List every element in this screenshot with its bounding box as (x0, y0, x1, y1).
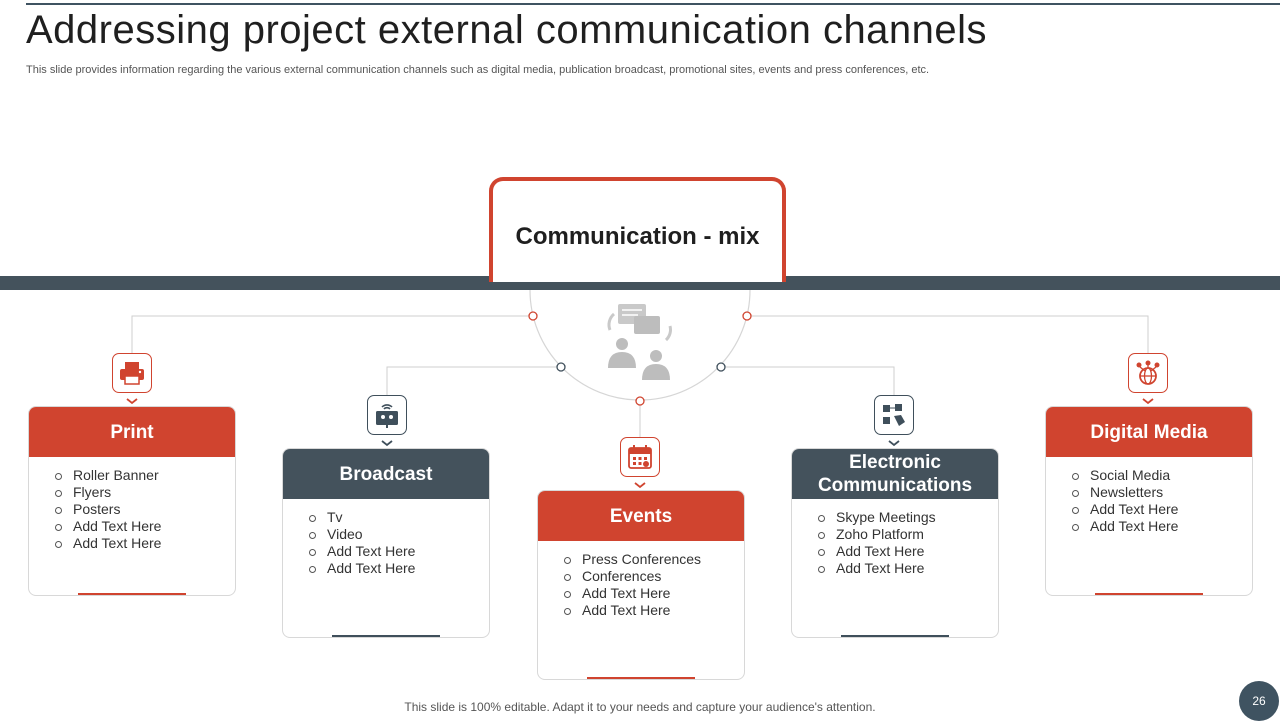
list-item: Newsletters (1072, 484, 1252, 501)
node-print (528, 311, 538, 321)
channel-item-list: Press Conferences Conferences Add Text H… (538, 541, 744, 619)
card-accent-line (1095, 593, 1203, 595)
list-item: Add Text Here (309, 543, 489, 560)
card-accent-line (841, 635, 949, 637)
digital-media-icon-box (1128, 353, 1168, 393)
list-item: Press Conferences (564, 551, 744, 568)
list-item: Video (309, 526, 489, 543)
people-chat-icon (607, 304, 672, 380)
node-electronic (716, 362, 726, 372)
electronic-icon-box (874, 395, 914, 435)
card-accent-line (78, 593, 186, 595)
list-item: Social Media (1072, 467, 1252, 484)
broadcast-tv-icon (376, 404, 398, 428)
list-item: Add Text Here (818, 560, 998, 577)
list-item: Conferences (564, 568, 744, 585)
card-accent-line (587, 677, 695, 679)
list-item: Flyers (55, 484, 235, 501)
page-number-badge: 26 (1239, 681, 1279, 721)
channel-item-list: Roller Banner Flyers Posters Add Text He… (29, 457, 235, 552)
card-accent-line (332, 635, 440, 637)
list-item: Skype Meetings (818, 509, 998, 526)
header-band (0, 276, 1280, 290)
channel-card-print: Print Roller Banner Flyers Posters Add T… (28, 406, 236, 596)
channel-title: Digital Media (1046, 407, 1252, 457)
calendar-icon (628, 445, 652, 469)
list-item: Add Text Here (564, 585, 744, 602)
electronic-devices-icon (883, 404, 905, 426)
chevron-down-icon (126, 398, 138, 405)
chevron-down-icon (888, 440, 900, 447)
top-rule (26, 3, 1280, 5)
footer-note: This slide is 100% editable. Adapt it to… (404, 700, 876, 714)
channel-title: Electronic Communications (792, 449, 998, 499)
list-item: Tv (309, 509, 489, 526)
globe-network-icon (1136, 360, 1160, 385)
node-events (635, 396, 645, 406)
node-broadcast (556, 362, 566, 372)
channel-title: Events (538, 491, 744, 541)
events-icon-box (620, 437, 660, 477)
channel-card-events: Events Press Conferences Conferences Add… (537, 490, 745, 680)
channel-item-list: Tv Video Add Text Here Add Text Here (283, 499, 489, 577)
printer-icon (120, 362, 144, 385)
channel-item-list: Skype Meetings Zoho Platform Add Text He… (792, 499, 998, 577)
chevron-down-icon (634, 482, 646, 489)
broadcast-icon-box (367, 395, 407, 435)
connector-print (131, 315, 533, 353)
list-item: Add Text Here (564, 602, 744, 619)
communication-mix-label: Communication - mix (515, 223, 760, 250)
list-item: Zoho Platform (818, 526, 998, 543)
chevron-down-icon (381, 440, 393, 447)
slide-subtitle: This slide provides information regardin… (26, 64, 930, 76)
connector-digital-media (747, 315, 1149, 353)
list-item: Add Text Here (309, 560, 489, 577)
list-item: Add Text Here (818, 543, 998, 560)
channel-title: Broadcast (283, 449, 489, 499)
list-item: Add Text Here (1072, 501, 1252, 518)
communication-mix-box: Communication - mix (489, 177, 786, 282)
channel-card-broadcast: Broadcast Tv Video Add Text Here Add Tex… (282, 448, 490, 638)
print-icon-box (112, 353, 152, 393)
list-item: Posters (55, 501, 235, 518)
list-item: Add Text Here (55, 518, 235, 535)
channel-item-list: Social Media Newsletters Add Text Here A… (1046, 457, 1252, 535)
list-item: Add Text Here (1072, 518, 1252, 535)
node-digital-media (742, 311, 752, 321)
list-item: Add Text Here (55, 535, 235, 552)
list-item: Roller Banner (55, 467, 235, 484)
connector-electronic (721, 366, 895, 395)
channel-card-electronic-communications: Electronic Communications Skype Meetings… (791, 448, 999, 638)
chevron-down-icon (1142, 398, 1154, 405)
slide-title: Addressing project external communicatio… (26, 8, 988, 52)
connector-broadcast (386, 366, 561, 395)
channel-title: Print (29, 407, 235, 457)
channel-card-digital-media: Digital Media Social Media Newsletters A… (1045, 406, 1253, 596)
